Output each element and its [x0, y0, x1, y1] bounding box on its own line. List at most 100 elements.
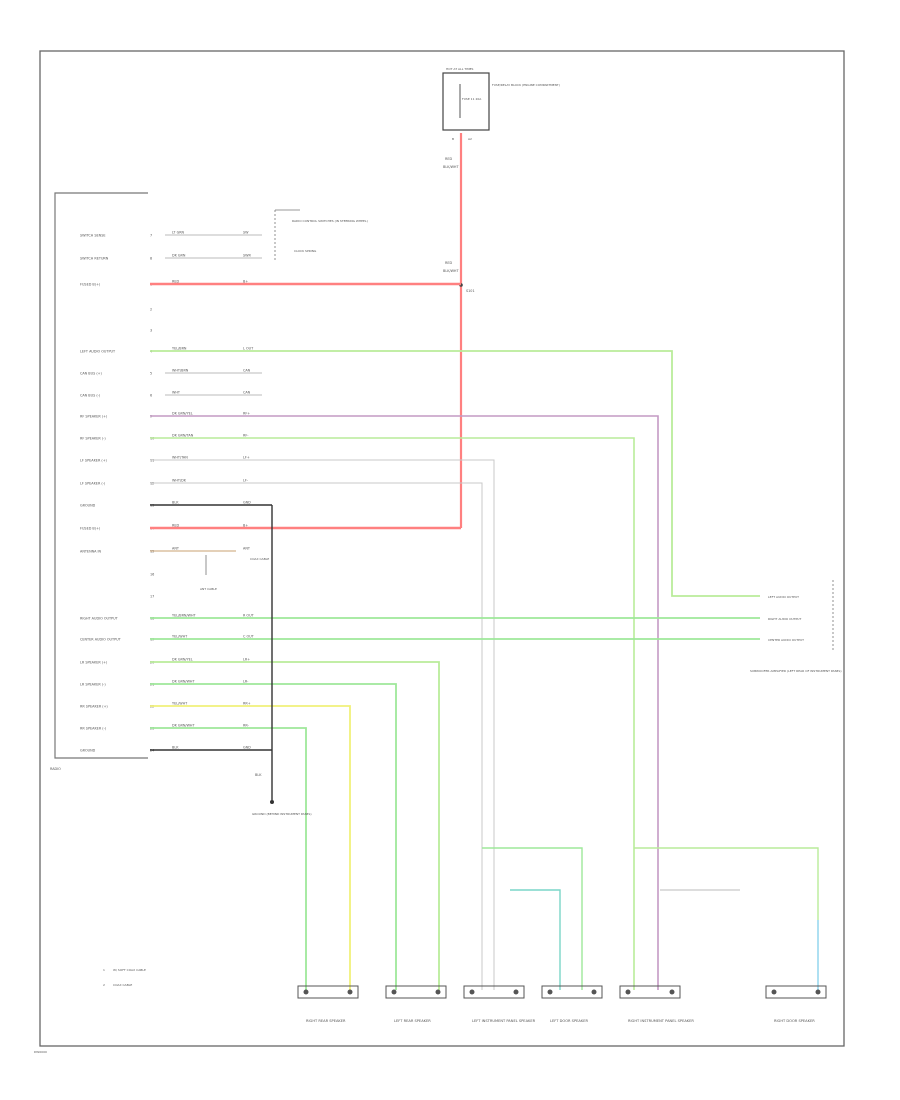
- pin-circuit-code: LF+: [243, 456, 250, 460]
- speaker-terminal: [625, 989, 631, 995]
- pin-name: CENTER AUDIO OUTPUT: [80, 638, 122, 642]
- fuse-title: HOT AT ALL TIMES: [446, 67, 474, 71]
- pin-circuit-code: SWR: [243, 254, 252, 258]
- left-audio-wire: [150, 350, 760, 597]
- pin-circuit-code: RR+: [243, 702, 251, 706]
- ground-wire-color: BLK: [255, 773, 262, 777]
- speaker-body: [385, 985, 447, 999]
- speaker-terminal: [435, 989, 441, 995]
- pin-name: RF SPEAKER (-): [80, 437, 106, 441]
- pin-number: 17: [150, 595, 154, 599]
- pin-wire-color: DK GRN: [172, 254, 186, 258]
- feed-top-sub: BLK/WHT: [443, 165, 459, 169]
- pin-number: 8: [150, 257, 152, 261]
- speaker-label: LEFT REAR SPEAKER: [394, 1019, 431, 1023]
- pin-circuit-code: RR-: [243, 724, 250, 728]
- speaker-terminal: [547, 989, 553, 995]
- pin-wire-color: BLK: [172, 501, 179, 505]
- speaker-terminal: [303, 989, 309, 995]
- pin-name: RIGHT AUDIO OUTPUT: [80, 617, 119, 621]
- sub-label-center: CENTER AUDIO OUTPUT: [768, 638, 804, 642]
- pin-circuit-code: RF-: [243, 434, 249, 438]
- legend: 1 W/ SOFT COAX CABLE 2 COAX CABLE: [103, 968, 146, 987]
- sub-label-left: LEFT AUDIO OUTPUT: [768, 595, 799, 599]
- pin-circuit-code: B+: [243, 280, 248, 284]
- fuse-block: HOT AT ALL TIMES FUSE 11 20A FUSE/RELAY …: [442, 67, 560, 141]
- pin-wire-color: DK GRN/WHT: [172, 724, 195, 728]
- steering-note: CLOCK SPRING: [294, 249, 317, 253]
- feed-mid-sub: BLK/WHT: [443, 269, 459, 273]
- steering-desc: RADIO CONTROL SWITCHES (IN STEERING WHEE…: [292, 219, 368, 223]
- left-door-feed: [482, 847, 583, 990]
- lr-plus-wire: [150, 661, 440, 990]
- pin-circuit-code: L OUT: [243, 347, 254, 351]
- ground-desc: GROUND (BEHIND INSTRUMENT PANEL): [252, 812, 312, 816]
- legend-num-1: 1: [103, 968, 105, 972]
- pin-name: LF SPEAKER (-): [80, 482, 106, 486]
- legend-text-2: COAX CABLE: [113, 983, 132, 987]
- pin-circuit-code: RF+: [243, 412, 250, 416]
- right-door-feed: [634, 847, 819, 920]
- pin-wire-color: WHT/BRN: [172, 369, 189, 373]
- speaker-body: [463, 985, 525, 999]
- speaker-label: LEFT INSTRUMENT PANEL SPEAKER: [472, 1019, 536, 1023]
- pin-wire-color: LT GRN: [172, 231, 185, 235]
- subwoofer-connector: LEFT AUDIO OUTPUT RIGHT AUDIO OUTPUT CEN…: [750, 580, 842, 673]
- pin-number: 2: [150, 308, 152, 312]
- pin-name: SWITCH RETURN: [80, 257, 109, 261]
- pin-circuit-code: ANT: [243, 547, 251, 551]
- speaker-body: [541, 985, 603, 999]
- pin-circuit-code: CAN: [243, 391, 251, 395]
- pin-number: 3: [150, 329, 152, 333]
- pin-wire-color: YEL/WHT: [172, 635, 188, 639]
- pin-wire-color: DK GRN/WHT: [172, 680, 195, 684]
- pin-name: FUSED B(+): [80, 283, 101, 287]
- pin-circuit-code: GND: [243, 501, 251, 505]
- pin-wire-color: DK GRN/TAN: [172, 434, 194, 438]
- speaker-label: LEFT DOOR SPEAKER: [550, 1019, 588, 1023]
- sub-label-right: RIGHT AUDIO OUTPUT: [768, 617, 801, 621]
- fuse-label: FUSE 11 20A: [462, 97, 482, 101]
- speaker-terminal: [391, 989, 397, 995]
- pin-name: LEFT AUDIO OUTPUT: [80, 350, 116, 354]
- speaker-terminal: [771, 989, 777, 995]
- rr-minus-wire: [150, 727, 307, 990]
- speaker-body: [619, 985, 681, 999]
- pin-name: LR SPEAKER (-): [80, 683, 106, 687]
- pin-wire-color: YEL/WHT: [172, 702, 188, 706]
- speaker-label: RIGHT INSTRUMENT PANEL SPEAKER: [628, 1019, 694, 1023]
- diagram-code: DW0000: [34, 1050, 47, 1054]
- radio-label: RADIO: [50, 767, 61, 771]
- pin-name: LR SPEAKER (+): [80, 661, 108, 665]
- pin-circuit-code: LR+: [243, 658, 250, 662]
- pin-wire-color: BLK: [172, 746, 179, 750]
- pin-circuit-code: B+: [243, 524, 248, 528]
- fuse-pin-b: B: [452, 137, 454, 141]
- coax-label: COAX CABLE: [250, 557, 269, 561]
- fuse-pin-a2: A2: [468, 137, 472, 141]
- speaker-label: RIGHT DOOR SPEAKER: [774, 1019, 815, 1023]
- speaker-terminal: [347, 989, 353, 995]
- ground-symbol: BLK GROUND (BEHIND INSTRUMENT PANEL): [252, 505, 312, 816]
- ground-dot: [270, 800, 274, 804]
- steering-switches: RADIO CONTROL SWITCHES (IN STEERING WHEE…: [274, 209, 368, 260]
- pin-wire-color: RED: [172, 524, 179, 528]
- rf-minus-wire: [150, 437, 635, 990]
- speaker-body: [765, 985, 827, 999]
- pin-name: RR SPEAKER (-): [80, 727, 107, 731]
- pin-name: LF SPEAKER (+): [80, 459, 108, 463]
- pin-circuit-code: LR-: [243, 680, 249, 684]
- pin-number: 7: [150, 234, 152, 238]
- rr-plus-wire: [150, 705, 351, 990]
- pin-circuit-code: R OUT: [243, 614, 255, 618]
- pin-number: 5: [150, 372, 152, 376]
- lf-plus-wire: [150, 459, 495, 990]
- rf-plus-wire: [150, 415, 659, 990]
- pin-name: RF SPEAKER (+): [80, 415, 108, 419]
- speaker-terminal: [513, 989, 519, 995]
- feed-mid-color: RED: [445, 261, 452, 265]
- speaker-terminal: [669, 989, 675, 995]
- pin-circuit-code: CAN: [243, 369, 251, 373]
- pin-wire-color: DK GRN/YEL: [172, 658, 193, 662]
